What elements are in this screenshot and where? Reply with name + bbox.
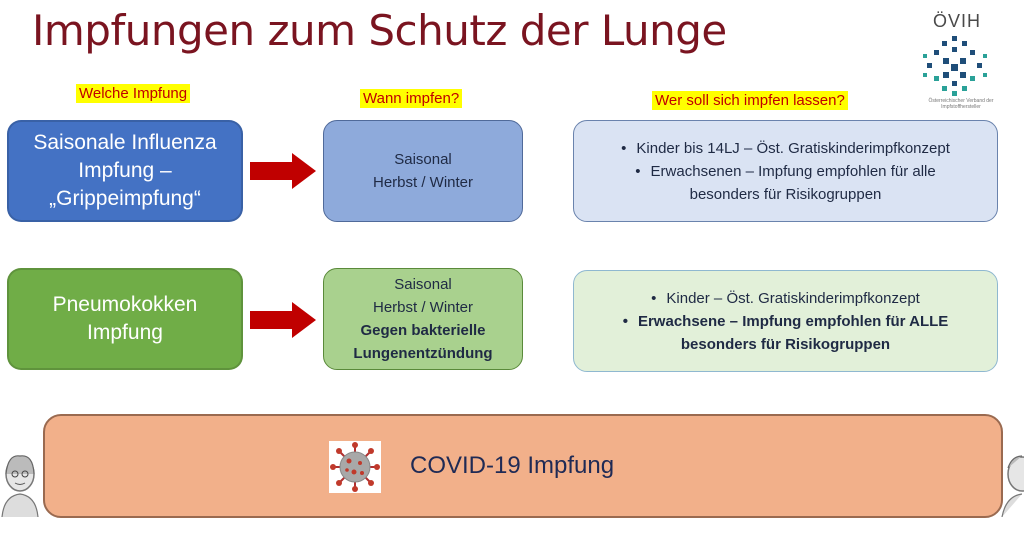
when-line: Saisonal <box>394 276 452 293</box>
when-line: Herbst / Winter <box>372 299 474 316</box>
who-bullet-continuation: besonders für Risikogruppen <box>689 185 882 203</box>
header-who-vaccinate: Wer soll sich impfen lassen? <box>652 91 848 110</box>
ovih-logo-icon <box>923 36 987 96</box>
pneumococcal-vaccine-box: Pneumokokken Impfung <box>7 268 243 370</box>
when-line: Herbst / Winter <box>372 174 474 191</box>
influenza-vaccine-box: Saisonale Influenza Impfung – „Grippeimp… <box>7 120 243 222</box>
header-when-vaccinate: Wann impfen? <box>360 89 463 108</box>
arrow-right-icon <box>250 302 316 338</box>
covid-vaccine-label: COVID-19 Impfung <box>410 452 615 479</box>
who-bullet-item: Erwachsenen – Impfung empfohlen für alle <box>635 160 936 183</box>
influenza-when-box: Saisonal Herbst / Winter <box>323 120 523 222</box>
who-bullet-continuation: besonders für Risikogruppen <box>680 335 891 353</box>
vaccine-label-line: Pneumokokken <box>52 293 198 316</box>
when-line: Lungenentzündung <box>353 345 493 362</box>
logo-name: ÖVIH <box>933 11 982 31</box>
coronavirus-icon <box>329 441 381 493</box>
pneumococcal-who-box: Kinder – Öst. Gratiskinderimpfkonzept Er… <box>573 270 998 372</box>
influenza-who-box: Kinder bis 14LJ – Öst. Gratiskinderimpfk… <box>573 120 998 222</box>
vaccine-label-line: „Grippeimpfung“ <box>49 187 201 210</box>
who-bullet-item: Erwachsene – Impfung empfohlen für ALLE <box>623 310 948 333</box>
when-line: Saisonal <box>394 151 452 168</box>
vaccine-label-line: Impfung – <box>78 159 172 182</box>
vaccine-label-line: Impfung <box>87 321 163 344</box>
pneumococcal-when-box: Saisonal Herbst / Winter Gegen bakteriel… <box>323 268 523 370</box>
vaccine-label-line: Saisonale Influenza <box>33 131 217 154</box>
who-bullet-item: Kinder – Öst. Gratiskinderimpfkonzept <box>651 287 919 310</box>
covid-vaccine-box <box>43 414 1003 518</box>
person-sketch-right-icon <box>1001 455 1024 517</box>
logo-subtitle: Österreichischer Verband der Impfstoffhe… <box>928 98 994 110</box>
arrow-right-icon <box>250 153 316 189</box>
who-bullet-item: Kinder bis 14LJ – Öst. Gratiskinderimpfk… <box>621 137 949 160</box>
header-which-vaccine: Welche Impfung <box>76 84 191 103</box>
page-title: Impfungen zum Schutz der Lunge <box>32 6 727 55</box>
when-line: Gegen bakterielle <box>360 322 486 339</box>
person-sketch-left-icon <box>1 455 39 517</box>
